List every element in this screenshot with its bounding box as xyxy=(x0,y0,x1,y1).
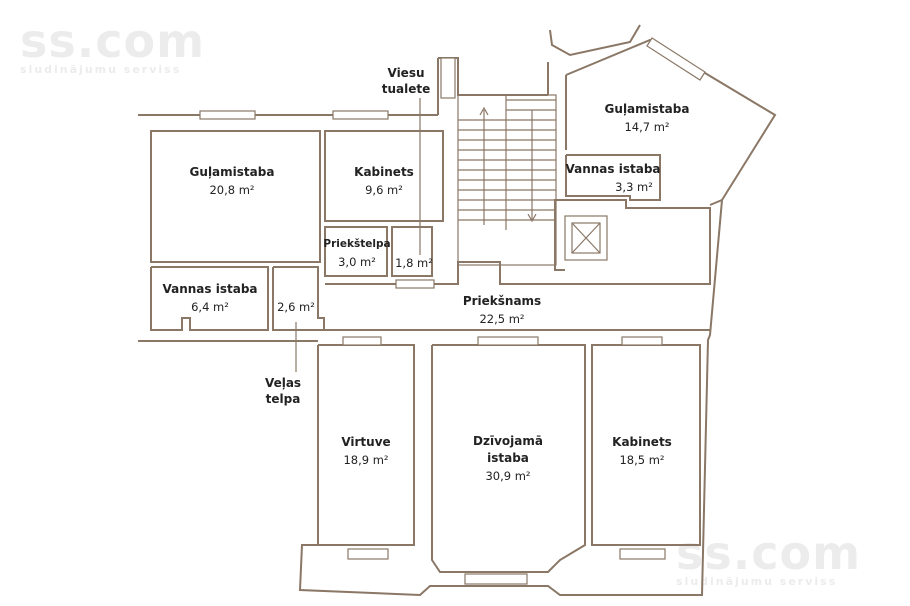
room-area: 18,5 m² xyxy=(619,453,665,467)
room-name: Vannas istaba xyxy=(565,162,661,176)
watermark-tagline: sludinājumu serviss xyxy=(20,63,182,76)
room-area: 6,4 m² xyxy=(191,300,229,314)
room-area: 2,6 m² xyxy=(277,300,315,314)
room-office-top: Kabinets 9,6 m² xyxy=(354,163,414,199)
watermark-top: ss.com sludinājumu serviss xyxy=(20,18,205,76)
room-bedroom-right: Guļamistaba 14,7 m² xyxy=(605,100,690,136)
room-name: Kabinets xyxy=(612,435,672,449)
room-bath-left: Vannas istaba 6,4 m² xyxy=(162,280,257,316)
room-area: 22,5 m² xyxy=(479,312,525,326)
room-kitchen: Virtuve 18,9 m² xyxy=(341,433,390,469)
room-bath-right-area: 3,3 m² xyxy=(615,178,653,196)
room-area: 9,6 m² xyxy=(365,183,403,197)
room-area: 30,9 m² xyxy=(485,469,531,483)
room-name: Viesu tualete xyxy=(381,66,431,96)
room-area: 20,8 m² xyxy=(209,183,255,197)
room-laundry: Veļas telpa xyxy=(265,375,301,407)
room-laundry-area: 2,6 m² xyxy=(277,298,315,316)
watermark-tagline-2: sludinājumu serviss xyxy=(676,575,838,588)
room-area: 18,9 m² xyxy=(343,453,389,467)
room-area: 3,0 m² xyxy=(338,255,376,269)
room-bedroom-left: Guļamistaba 20,8 m² xyxy=(190,163,275,199)
room-area: 3,3 m² xyxy=(615,180,653,194)
staircase xyxy=(457,94,557,266)
room-bath-right: Vannas istaba xyxy=(565,160,660,178)
watermark-brand: ss.com xyxy=(20,14,206,68)
room-name: Veļas telpa xyxy=(264,376,302,406)
watermark-bottom: ss.com sludinājumu serviss xyxy=(676,530,861,588)
room-name: Guļamistaba xyxy=(604,102,690,116)
room-name: Dzīvojamā istaba xyxy=(473,434,543,465)
room-name: Priekšnams xyxy=(462,294,542,308)
room-hall-small: Priekštelpa 3,0 m² xyxy=(323,235,390,271)
windows xyxy=(199,37,706,585)
room-walls xyxy=(150,75,711,573)
room-name: Priekštelpa xyxy=(323,238,391,250)
room-area: 1,8 m² xyxy=(395,256,433,270)
watermark-brand-2: ss.com xyxy=(676,526,862,580)
room-area: 14,7 m² xyxy=(624,120,670,134)
room-guest-wc-area: 1,8 m² xyxy=(395,254,433,272)
room-name: Guļamistaba xyxy=(189,165,275,179)
elevator xyxy=(564,215,608,261)
room-guest-wc: Viesu tualete xyxy=(382,65,431,97)
room-name: Vannas istaba xyxy=(162,282,258,296)
room-name: Virtuve xyxy=(341,435,391,449)
room-name: Kabinets xyxy=(354,165,414,179)
room-living: Dzīvojamā istaba 30,9 m² xyxy=(473,433,543,485)
room-hallway: Priekšnams 22,5 m² xyxy=(463,292,541,328)
room-office-bottom: Kabinets 18,5 m² xyxy=(612,433,672,469)
